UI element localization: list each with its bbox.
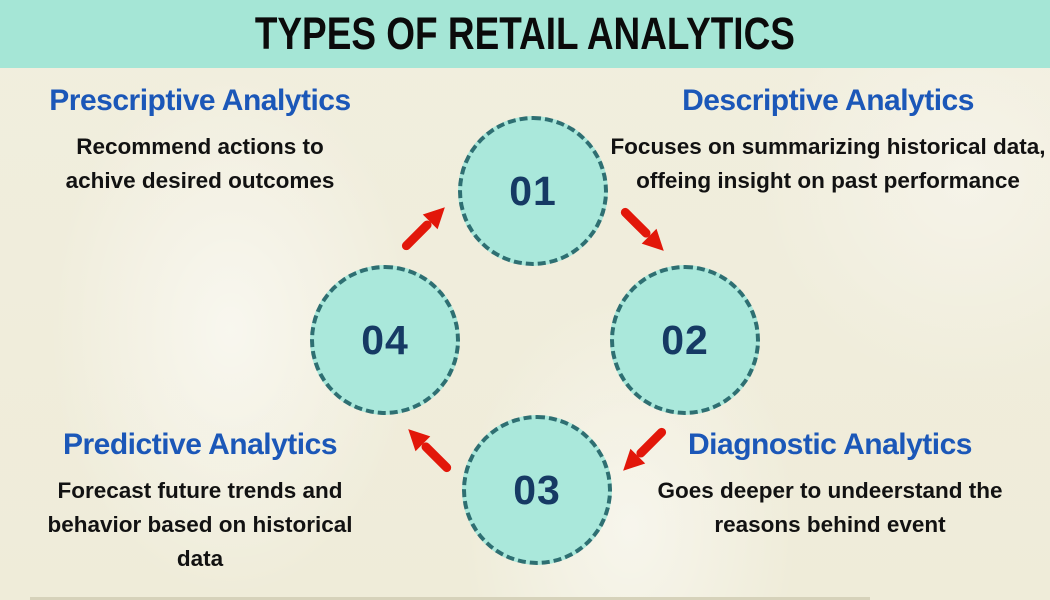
arrow-down-left-icon bbox=[620, 426, 670, 476]
title-bar: TYPES OF RETAIL ANALYTICS bbox=[0, 0, 1050, 68]
arrow-up-left-icon bbox=[403, 426, 453, 476]
descriptive-heading: Descriptive Analytics bbox=[682, 84, 974, 117]
prescriptive-description: Recommend actions to achive desired outc… bbox=[65, 134, 335, 193]
step-number-03: 03 bbox=[513, 466, 561, 513]
descriptive-description: Focuses on summarizing historical data, … bbox=[610, 134, 1046, 193]
section-predictive: Predictive Analytics Forecast future tre… bbox=[8, 428, 392, 575]
bottom-edge-strip bbox=[30, 597, 870, 600]
arrow-down-right-icon bbox=[619, 204, 669, 254]
diagnostic-heading: Diagnostic Analytics bbox=[688, 428, 972, 461]
section-prescriptive: Prescriptive Analytics Recommend actions… bbox=[8, 84, 392, 198]
cycle-step-01: 01 bbox=[458, 116, 608, 266]
prescriptive-heading: Prescriptive Analytics bbox=[49, 84, 351, 117]
cycle-step-04: 04 bbox=[310, 265, 460, 415]
step-number-04: 04 bbox=[361, 316, 409, 363]
diagnostic-description: Goes deeper to undeerstand the reasons b… bbox=[657, 478, 1003, 537]
predictive-description: Forecast future trends and behavior base… bbox=[47, 478, 353, 571]
step-number-01: 01 bbox=[509, 167, 557, 214]
arrow-up-right-icon bbox=[398, 202, 448, 252]
page-title: TYPES OF RETAIL ANALYTICS bbox=[254, 8, 796, 59]
cycle-step-02: 02 bbox=[610, 265, 760, 415]
section-descriptive: Descriptive Analytics Focuses on summari… bbox=[608, 84, 1048, 198]
section-diagnostic: Diagnostic Analytics Goes deeper to unde… bbox=[612, 428, 1048, 542]
step-number-02: 02 bbox=[661, 316, 709, 363]
cycle-step-03: 03 bbox=[462, 415, 612, 565]
predictive-heading: Predictive Analytics bbox=[62, 428, 338, 461]
